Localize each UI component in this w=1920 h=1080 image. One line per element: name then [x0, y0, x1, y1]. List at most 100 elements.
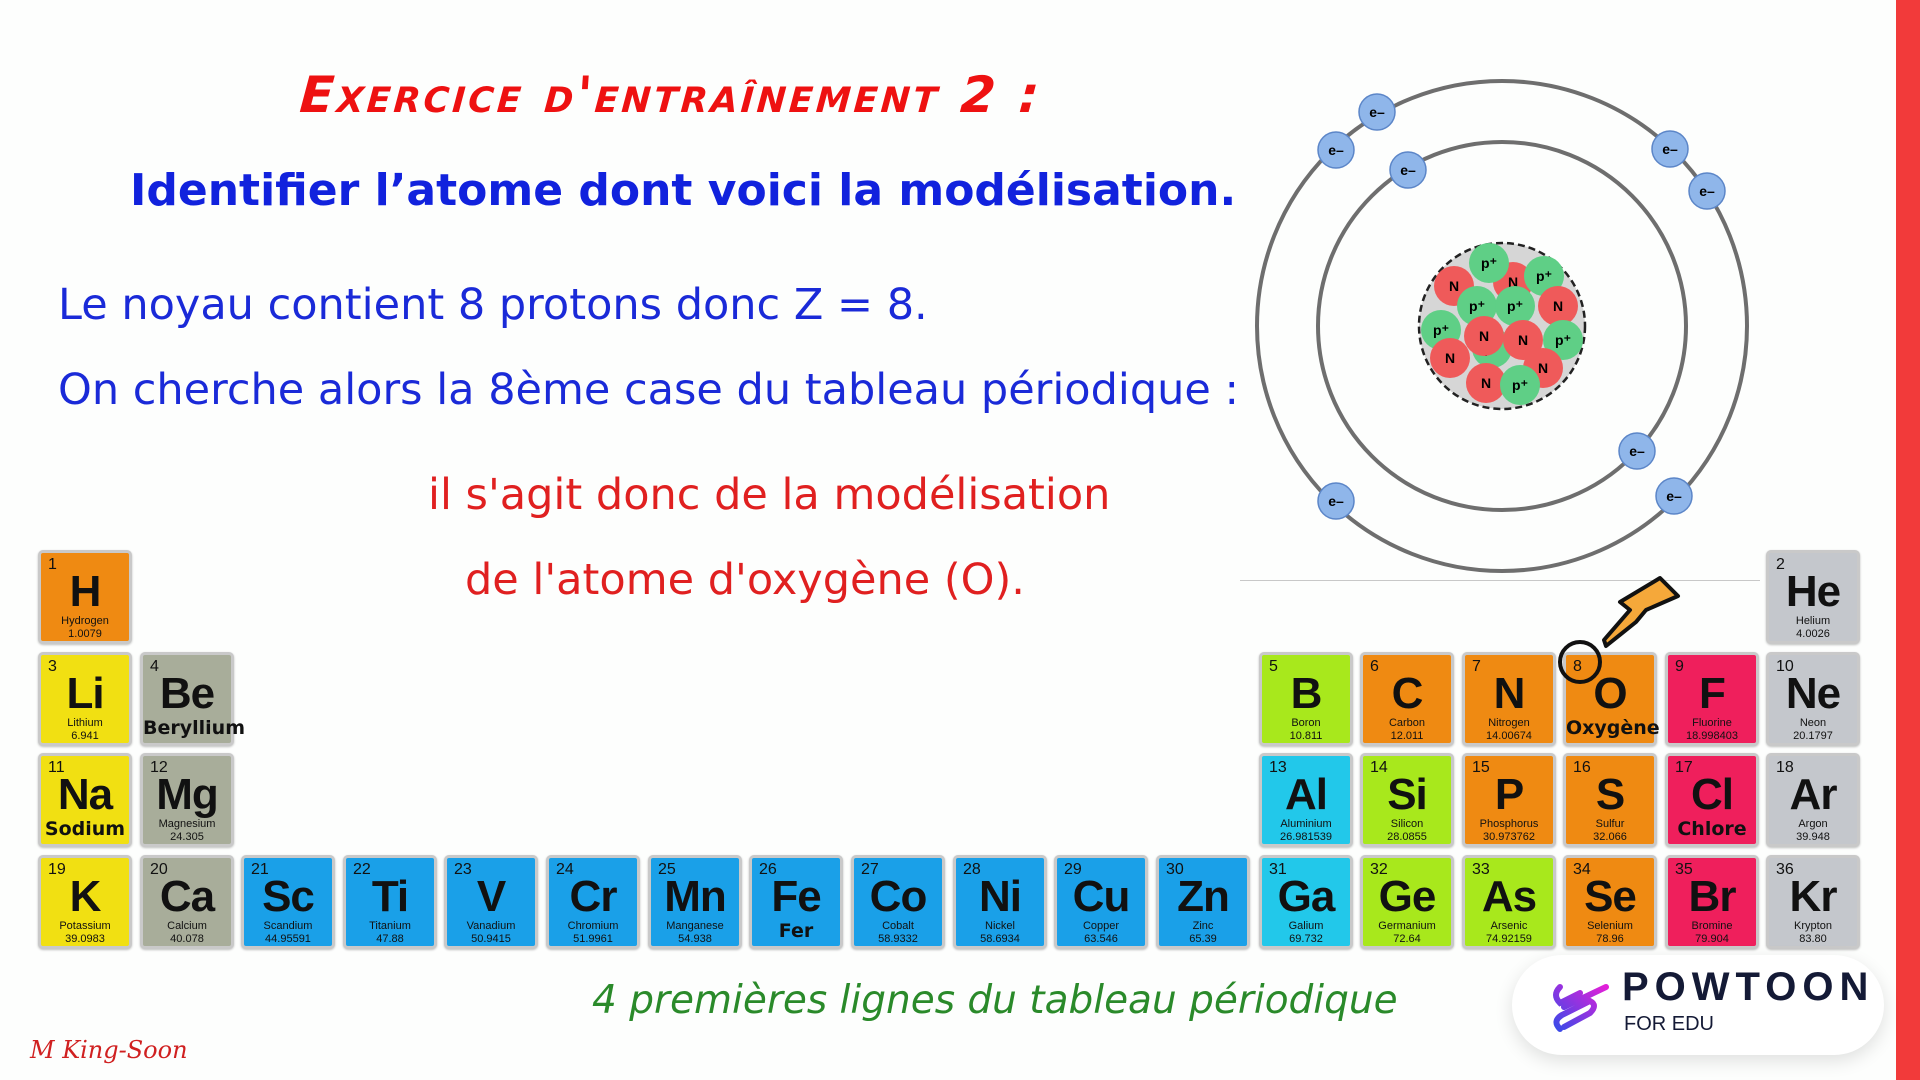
element-name: Silicon: [1390, 818, 1424, 830]
element-name: Nickel: [985, 920, 1015, 932]
outer-orbit: [1255, 79, 1749, 573]
svg-text:N: N: [1553, 298, 1563, 314]
atomic-mass: 58.6934: [980, 933, 1020, 945]
highlight-circle: [1558, 640, 1602, 684]
element-name: Nitrogen: [1488, 717, 1530, 729]
atomic-number: 22: [353, 861, 371, 878]
svg-text:N: N: [1449, 278, 1459, 294]
element-name: Hydrogen: [61, 615, 109, 627]
atomic-number: 18: [1776, 759, 1794, 776]
atomic-mass: 28.0855: [1387, 831, 1427, 843]
atomic-number: 4: [150, 658, 159, 675]
atomic-mass: 74.92159: [1486, 933, 1532, 945]
element-name-fr: Fer: [778, 920, 814, 942]
element-name: Vanadium: [466, 920, 516, 932]
atomic-number: 1: [48, 556, 57, 573]
conclusion-line-1: il s'agit donc de la modélisation: [428, 470, 1111, 520]
atomic-number: 15: [1472, 759, 1490, 776]
explanation-line-1: Le noyau contient 8 protons donc Z = 8.: [58, 280, 928, 330]
element-symbol: P: [1494, 770, 1524, 819]
element-symbol: Ar: [1789, 770, 1838, 819]
element-symbol: S: [1595, 770, 1625, 819]
element-symbol: Cr: [569, 872, 618, 921]
element-symbol: F: [1699, 669, 1726, 718]
nucleus: N N p⁺ p⁺ N p⁺ p⁺ p⁺ p⁺ N N p⁺ N N N p⁺: [1417, 241, 1587, 411]
atomic-number: 35: [1675, 861, 1693, 878]
powtoon-logo-icon: [1553, 984, 1609, 1032]
element-symbol: Fe: [771, 872, 821, 921]
element-symbol: Zn: [1177, 872, 1230, 921]
svg-text:e–: e–: [1369, 104, 1385, 120]
svg-text:e–: e–: [1400, 162, 1416, 178]
element-name: Phosphorus: [1479, 818, 1539, 830]
element-name: Boron: [1291, 717, 1321, 729]
svg-text:p⁺: p⁺: [1512, 377, 1528, 393]
atomic-mass: 63.546: [1084, 933, 1118, 945]
element-name: Sulfur: [1595, 818, 1625, 830]
atomic-mass: 39.0983: [65, 933, 105, 945]
element-name-fr: Oxygène: [1566, 717, 1660, 739]
element-name: Aluminium: [1280, 818, 1332, 830]
element-symbol: O: [1593, 669, 1627, 718]
element-symbol: Ni: [979, 872, 1022, 921]
element-name: Arsenic: [1490, 920, 1528, 932]
svg-text:N: N: [1479, 328, 1489, 344]
element-name-fr: Beryllium: [143, 717, 245, 739]
pointer-arrow-icon: [1602, 576, 1680, 648]
powtoon-subtitle: FOR EDU: [1624, 1013, 1714, 1035]
atomic-number: 32: [1370, 861, 1388, 878]
element-name: Lithium: [67, 717, 103, 729]
slide-subtitle: Identifier l’atome dont voici la modélis…: [130, 165, 1237, 216]
atomic-number: 28: [963, 861, 981, 878]
element-name-fr: Sodium: [44, 818, 126, 840]
svg-text:N: N: [1518, 332, 1528, 348]
atomic-mass: 26.981539: [1280, 831, 1332, 843]
element-name: Helium: [1795, 615, 1831, 627]
element-symbol: Se: [1584, 872, 1637, 921]
atomic-number: 5: [1269, 658, 1278, 675]
atomic-mass: 58.9332: [878, 933, 918, 945]
element-symbol: N: [1493, 669, 1526, 718]
atomic-mass: 78.96: [1596, 933, 1624, 945]
svg-text:p⁺: p⁺: [1481, 255, 1497, 271]
atomic-number: 11: [48, 759, 65, 776]
element-symbol: V: [476, 872, 506, 921]
atomic-number: 36: [1776, 861, 1794, 878]
atomic-number: 8: [1573, 658, 1582, 675]
element-symbol: Kr: [1789, 872, 1838, 921]
element-symbol: Na: [57, 770, 113, 819]
element-symbol: Mn: [664, 872, 727, 921]
red-side-bar: [1896, 0, 1920, 1080]
svg-text:p⁺: p⁺: [1555, 332, 1571, 348]
element-symbol: Br: [1688, 872, 1737, 921]
atom-model-diagram: N N p⁺ p⁺ N p⁺ p⁺ p⁺ p⁺ N N p⁺ N N N p⁺ …: [1255, 79, 1749, 573]
element-name: Neon: [1799, 717, 1827, 729]
element-name: Zinc: [1192, 920, 1214, 932]
element-symbol: Cl: [1691, 770, 1734, 819]
element-symbol: Al: [1285, 770, 1328, 819]
element-name: Fluorine: [1692, 717, 1732, 729]
svg-text:e–: e–: [1328, 142, 1344, 158]
element-name: Copper: [1082, 920, 1120, 932]
element-name: Argon: [1798, 818, 1828, 830]
svg-text:e–: e–: [1629, 443, 1645, 459]
atomic-mass: 39.948: [1796, 831, 1830, 843]
atomic-number: 29: [1064, 861, 1082, 878]
atomic-mass: 65.39: [1189, 933, 1217, 945]
powtoon-badge[interactable]: POWTOON FOR EDU: [1512, 955, 1884, 1055]
